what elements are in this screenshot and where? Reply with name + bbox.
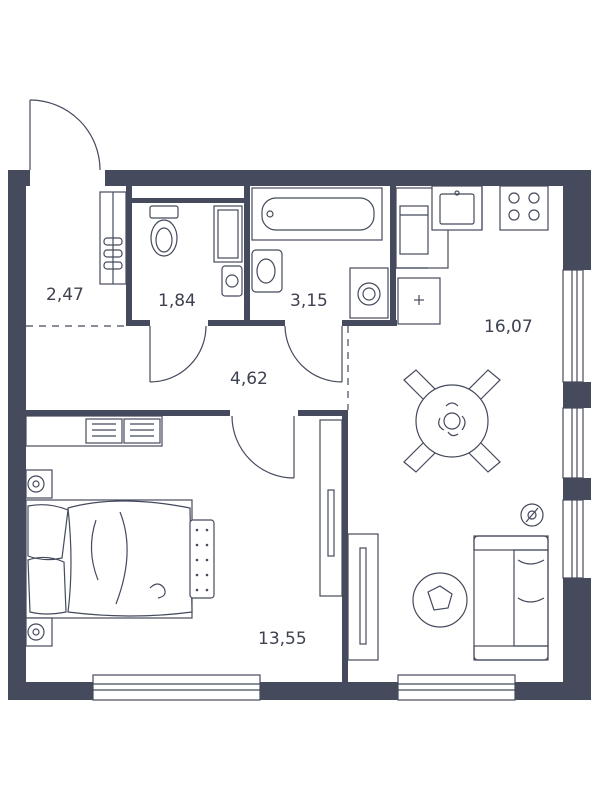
windows [92,269,584,701]
washing-machine [349,267,389,319]
door-bedroom [231,415,295,479]
area-label-toilet: 1,84 [158,291,196,311]
toilet-sink [221,265,243,297]
nightstand-bottom [25,617,53,647]
entrance-door [29,99,101,171]
door-toilet [149,325,207,383]
window-living-right-3 [562,499,584,579]
interior-walls [26,186,397,682]
area-label-kitchen-living: 16,07 [484,317,533,337]
coffee-table [412,572,468,628]
outer-walls [8,170,591,700]
tv-unit [347,533,379,661]
toilet-cabinet [213,205,243,263]
area-label-hallway: 2,47 [46,285,84,305]
bedroom-tv-stand [319,419,343,597]
area-label-bedroom: 13,55 [258,629,307,649]
area-label-bathroom: 3,15 [290,291,328,311]
bedroom-wardrobe [25,415,163,447]
toilet-fixture [149,205,179,257]
window-living-right-2 [562,407,584,479]
hallway-wardrobe [99,191,127,285]
bathroom-sink [251,249,283,293]
door-bathroom [284,325,343,383]
window-bedroom [92,674,261,701]
dining-set [403,369,501,473]
nightstand-top [25,469,53,499]
window-living-bottom [397,674,516,701]
area-label-corridor: 4,62 [230,369,268,389]
bathtub [251,187,383,241]
floor-lamp [520,503,544,527]
kitchen-counter [395,185,549,269]
window-living-right-1 [562,269,584,383]
sofa [473,535,549,661]
bed [25,499,215,619]
kitchen-fridge [397,277,441,325]
dashed-openings [26,325,349,410]
